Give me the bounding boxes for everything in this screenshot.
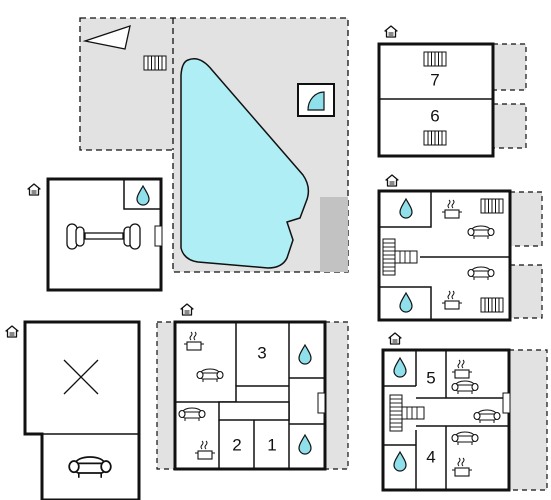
- door-icon: [502, 392, 511, 414]
- fitness-icon: [66, 223, 141, 250]
- room-label-2: 2: [232, 436, 241, 455]
- room-label-3: 3: [257, 344, 266, 363]
- stairs-icon: [389, 394, 403, 432]
- radiator-icon: [423, 51, 447, 67]
- room-label-6: 6: [430, 107, 439, 126]
- house-icon: [180, 303, 194, 316]
- unit-3-2-1: 3 2 1: [156, 320, 349, 471]
- radiator-icon: [480, 297, 504, 313]
- house-icon: [384, 25, 398, 38]
- shed: [320, 197, 348, 272]
- house-icon: [388, 332, 402, 345]
- house-icon: [27, 183, 41, 196]
- stairs-icon: [401, 406, 425, 420]
- sail-shade-icon: [82, 25, 131, 50]
- room-label-7: 7: [430, 71, 439, 90]
- room-label-4: 4: [426, 448, 435, 467]
- house-icon: [5, 325, 19, 338]
- door-icon: [154, 225, 163, 247]
- door-icon: [317, 392, 326, 414]
- room-label-5: 5: [426, 369, 435, 388]
- unit-stairs: [377, 189, 543, 322]
- house-icon: [385, 174, 399, 187]
- unit-5-4: 5 4: [381, 348, 548, 492]
- pool-terrace: [79, 17, 349, 273]
- cross-icon: [63, 359, 99, 395]
- unit-bottom-left: [23, 320, 141, 500]
- radiator-icon: [423, 130, 447, 146]
- unit-7-6: 7 6: [377, 42, 527, 158]
- fitness-room: [46, 177, 163, 292]
- pool-icon: [180, 58, 310, 269]
- stairs-icon: [382, 238, 396, 276]
- stairs-icon: [394, 250, 418, 264]
- jacuzzi-icon: [297, 83, 335, 117]
- radiator-icon: [143, 55, 167, 71]
- room-label-1: 1: [267, 436, 276, 455]
- radiator-icon: [480, 198, 504, 214]
